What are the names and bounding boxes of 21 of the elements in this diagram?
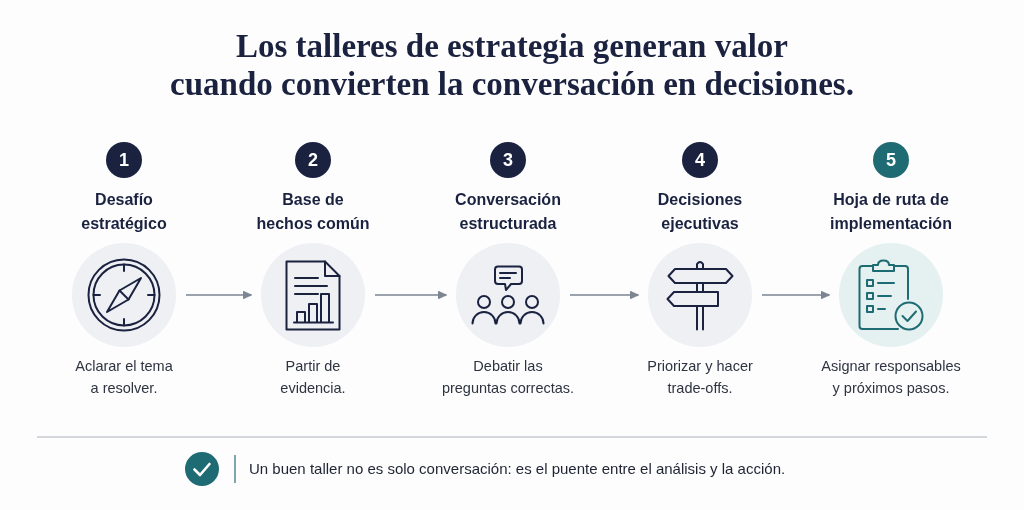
step-number: 1 <box>106 142 142 178</box>
step-description: Priorizar y hacer trade-offs. <box>647 357 753 398</box>
arrow <box>185 290 253 300</box>
step-number: 2 <box>295 142 331 178</box>
step-description: Debatir las preguntas correctas. <box>441 357 575 398</box>
arrow <box>569 290 640 300</box>
step-title: Base de hechos común <box>256 190 370 234</box>
step-description: Asignar responsables y próximos pasos. <box>821 357 961 398</box>
arrow <box>374 290 448 300</box>
step-description: Aclarar el tema a resolver. <box>75 357 173 398</box>
takeaway-text: Un buen taller no es solo conversación: es el puente entre el análisis y la acción. <box>249 459 786 479</box>
step-number: 3 <box>490 142 526 178</box>
step-number: 5 <box>873 142 909 178</box>
step-number: 4 <box>682 142 718 178</box>
diagram-title: Los talleres de estrategia generan valor cuando convierten la conversación en decisiones. <box>170 27 854 103</box>
step-description: Partir de evidencia. <box>280 357 346 398</box>
step-title: Conversación estructurada <box>455 190 561 234</box>
step-title: Desafío estratégico <box>81 190 167 234</box>
step-title: Hoja de ruta de implementación <box>830 190 952 234</box>
arrow <box>761 290 831 300</box>
step-title: Decisiones ejecutivas <box>657 190 743 234</box>
